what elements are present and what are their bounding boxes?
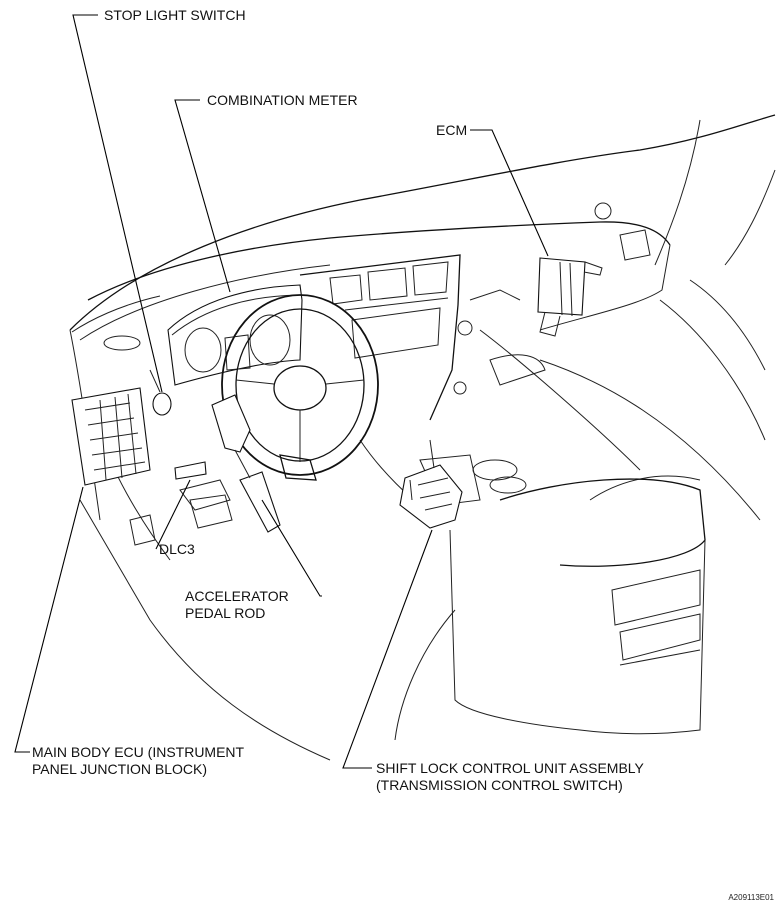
stop-light-switch-part [149, 369, 172, 416]
dlc3-label: DLC3 [159, 541, 195, 557]
junction-block-part [71, 387, 151, 486]
main-body-ecu-label: MAIN BODY ECU (INSTRUMENT PANEL JUNCTION… [32, 744, 245, 777]
dashboard-outline [69, 114, 776, 761]
figure-id: A209113E01 [728, 893, 774, 902]
shift-lock-unit-part [399, 439, 463, 529]
accelerator-pedal-part [189, 394, 281, 533]
dlc3-part [174, 461, 207, 480]
stop-light-switch-label: STOP LIGHT SWITCH [104, 7, 246, 23]
combination-meter-label: COMBINATION METER [207, 92, 358, 108]
ecm-part [537, 257, 603, 337]
steering-wheel [221, 294, 379, 481]
leader-lines [14, 14, 549, 769]
shift-lock-control-unit-label: SHIFT LOCK CONTROL UNIT ASSEMBLY (TRANSM… [376, 760, 644, 793]
accelerator-pedal-rod-label: ACCELERATOR PEDAL ROD [185, 588, 289, 621]
ecm-label: ECM [436, 122, 468, 138]
